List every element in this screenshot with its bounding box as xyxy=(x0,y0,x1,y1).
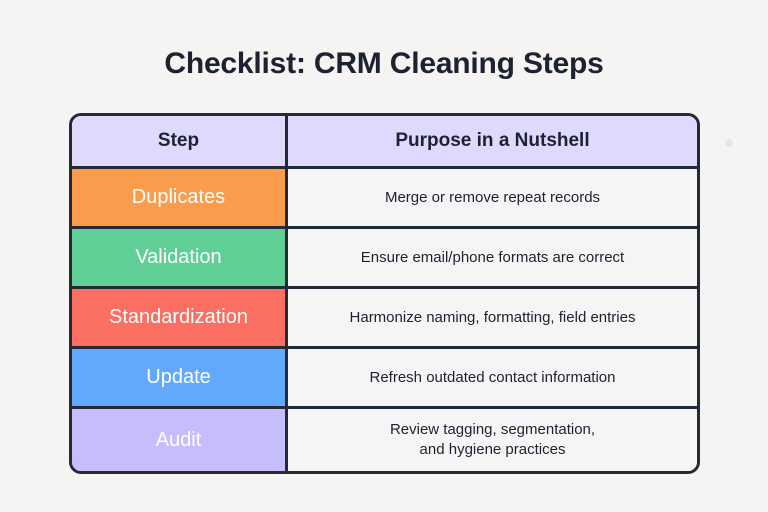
watermark-icon xyxy=(712,126,746,160)
column-header-purpose-label: Purpose in a Nutshell xyxy=(395,130,590,151)
purpose-cell-update: Refresh outdated contact information xyxy=(288,349,697,406)
table-row: Validation Ensure email/phone formats ar… xyxy=(72,229,697,289)
column-header-purpose: Purpose in a Nutshell xyxy=(288,116,697,166)
purpose-label: Review tagging, segmentation, and hygien… xyxy=(389,421,596,458)
step-label: Validation xyxy=(135,246,222,268)
step-label: Duplicates xyxy=(131,186,226,208)
step-cell-validation: Validation xyxy=(72,229,288,286)
crm-cleaning-steps-table: Step Purpose in a Nutshell Duplicates Me… xyxy=(69,113,700,474)
step-cell-standardization: Standardization xyxy=(72,289,288,346)
step-label: Update xyxy=(146,366,211,388)
table-header-row: Step Purpose in a Nutshell xyxy=(72,116,697,169)
step-cell-duplicates: Duplicates xyxy=(72,169,288,226)
step-cell-update: Update xyxy=(72,349,288,406)
step-label: Audit xyxy=(155,428,202,451)
purpose-label: Merge or remove repeat records xyxy=(384,188,601,206)
table-row: Audit Review tagging, segmentation, and … xyxy=(72,409,697,471)
column-header-step-label: Step xyxy=(157,130,200,151)
table-row: Standardization Harmonize naming, format… xyxy=(72,289,697,349)
table-row: Duplicates Merge or remove repeat record… xyxy=(72,169,697,229)
table-row: Update Refresh outdated contact informat… xyxy=(72,349,697,409)
purpose-label: Refresh outdated contact information xyxy=(369,368,616,386)
purpose-cell-standardization: Harmonize naming, formatting, field entr… xyxy=(288,289,697,346)
purpose-label: Harmonize naming, formatting, field entr… xyxy=(349,308,636,326)
step-label: Standardization xyxy=(109,306,248,328)
purpose-label: Ensure email/phone formats are correct xyxy=(360,248,625,266)
step-cell-audit: Audit xyxy=(72,409,288,471)
purpose-cell-validation: Ensure email/phone formats are correct xyxy=(288,229,697,286)
page-title: Checklist: CRM Cleaning Steps xyxy=(164,47,604,80)
purpose-cell-audit: Review tagging, segmentation, and hygien… xyxy=(288,409,697,471)
column-header-step: Step xyxy=(72,116,288,166)
purpose-cell-duplicates: Merge or remove repeat records xyxy=(288,169,697,226)
